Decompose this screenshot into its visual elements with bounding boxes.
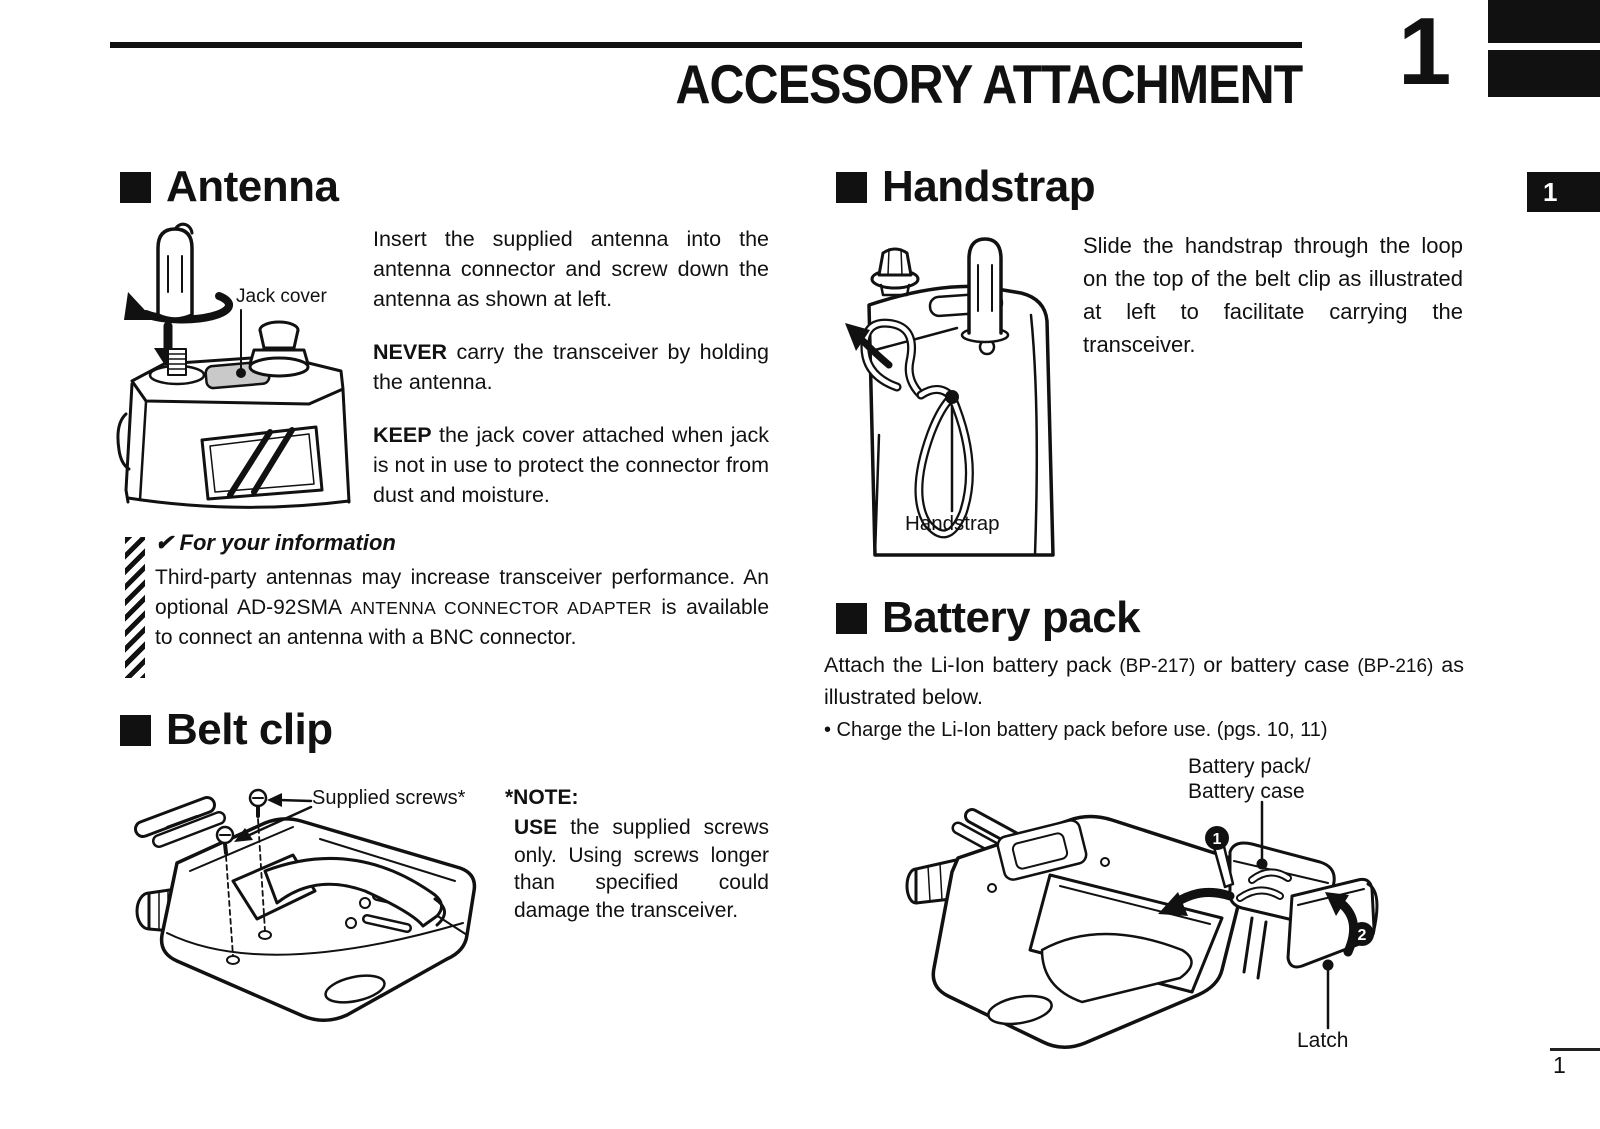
battery-pack-case-label: Battery pack/ Battery case [1188, 754, 1311, 804]
page-number: 1 [1553, 1052, 1566, 1078]
chapter-side-tab: 1 [1527, 172, 1600, 212]
supplied-screws-label: Supplied screws* [312, 787, 466, 809]
keep-emphasis: KEEP [373, 423, 432, 447]
battery-pack-label-line1: Battery pack/ [1188, 755, 1311, 778]
side-tab-number: 1 [1543, 177, 1558, 207]
antenna-text: Insert the supplied antenna into the ant… [373, 224, 769, 533]
hatch-bar-icon [125, 537, 147, 678]
belt-clip-illustration [134, 788, 477, 1022]
heading-battery-label: Battery pack [882, 593, 1141, 642]
handstrap-label: Handstrap [905, 512, 1000, 535]
battery-model-2: (BP-216) [1357, 656, 1434, 677]
battery-bullet: • Charge the Li-Ion battery pack before … [824, 719, 1328, 741]
belt-clip-note: *NOTE: USE the supplied screws only. Usi… [505, 786, 769, 924]
battery-para-tail: as illustrated below. [824, 653, 1464, 709]
handstrap-illustration [845, 237, 1055, 557]
note-body: USE the supplied screws only. Using scre… [505, 814, 769, 924]
battery-para: Attach the Li-Ion battery pack (BP-217) … [824, 650, 1464, 713]
antenna-para-1: Insert the supplied antenna into the ant… [373, 227, 769, 311]
info-body-tail: is available to connect an antenna with … [155, 595, 769, 650]
battery-text: Attach the Li-Ion battery pack (BP-217) … [824, 650, 1464, 713]
battery-pack-label-line2: Battery case [1188, 780, 1305, 803]
step-markers: 1 2 [1205, 826, 1374, 946]
step-2-marker-icon [1350, 922, 1374, 946]
note-body-rest: the supplied screws only. Using screws l… [514, 816, 769, 922]
handstrap-text: Slide the handstrap through the loop on … [1083, 229, 1463, 361]
step-1-marker-icon [1205, 826, 1229, 850]
heading-handstrap-label: Handstrap [882, 162, 1096, 211]
note-title: *NOTE: [505, 786, 579, 809]
corner-block-bottom [1488, 50, 1600, 97]
heading-square-icon [836, 602, 867, 634]
antenna-para-2-rest: carry the transceiver by hold­ing the an… [373, 340, 769, 394]
section-heading-handstrap: Handstrap [836, 162, 1096, 211]
use-emphasis: USE [514, 816, 558, 839]
battery-pack-illustration: 1 2 [905, 800, 1379, 1049]
jack-cover-label: Jack cover [236, 286, 327, 307]
heading-antenna-label: Antenna [166, 162, 339, 211]
info-body-lead: Third-party antennas may increase transc… [155, 566, 769, 619]
info-box-body: Third-party antennas may increase transc… [155, 563, 769, 653]
battery-model-1: (BP-217) [1119, 656, 1196, 677]
section-heading-belt-clip: Belt clip [120, 705, 333, 754]
info-box-heading: ✔ For your information [155, 530, 396, 555]
section-heading-battery: Battery pack [836, 593, 1141, 642]
antenna-para-3: KEEP the jack cover attached when jack i… [373, 420, 769, 510]
step-2-number: 2 [1358, 927, 1367, 944]
heading-square-icon [836, 171, 867, 203]
latch-label: Latch [1297, 1029, 1349, 1052]
battery-para-mid: or battery case [1195, 653, 1358, 677]
antenna-para-2: NEVER carry the transceiver by hold­ing … [373, 337, 769, 397]
step-1-number: 1 [1213, 831, 1222, 848]
battery-para-lead: Attach the Li-Ion battery pack [824, 653, 1120, 677]
info-body-smallcaps: ANTENNA CONNECTOR ADAPTER [350, 597, 652, 618]
heading-square-icon [120, 171, 151, 203]
corner-block-top [1488, 0, 1600, 43]
handstrap-para: Slide the handstrap through the loop on … [1083, 233, 1463, 357]
antenna-illustration [116, 222, 351, 509]
heading-square-icon [120, 714, 151, 746]
section-heading-antenna: Antenna [120, 162, 339, 211]
page-title: ACCESSORY ATTACHMENT [675, 53, 1303, 115]
antenna-para-3-rest: the jack cover attached when jack is not… [373, 423, 769, 507]
heading-belt-clip-label: Belt clip [166, 705, 333, 754]
never-emphasis: NEVER [373, 340, 448, 364]
header-rule [110, 42, 1302, 48]
chapter-number: 1 [1398, 0, 1452, 105]
footer-rule [1550, 1048, 1600, 1051]
